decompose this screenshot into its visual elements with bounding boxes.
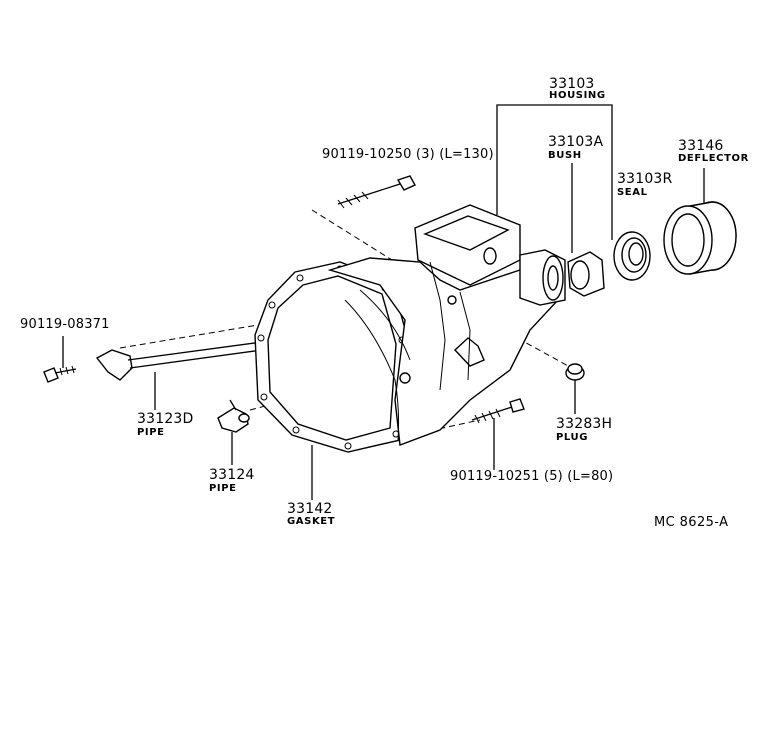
pipe-long-part-name: PIPE [137, 427, 165, 438]
seal-part-name: SEAL [617, 187, 648, 198]
bolt-short-icon [471, 398, 525, 424]
plug-icon [565, 363, 585, 381]
housing-part-number: 33103 [549, 76, 595, 92]
pipe-long-icon [95, 341, 266, 381]
gasket-icon [254, 261, 409, 453]
pipe-long-part-number: 33123D [137, 411, 194, 427]
bolt-long-part-number: 90119-10250 (3) (L=130) [322, 147, 494, 162]
bolt-short-part-number: 90119-10251 (5) (L=80) [450, 469, 614, 484]
deflector-icon [663, 201, 737, 275]
deflector-part-name: DEFLECTOR [678, 153, 749, 164]
gasket-part-name: GASKET [287, 516, 336, 527]
pipe-short-part-name: PIPE [209, 483, 237, 494]
bush-part-number: 33103A [548, 134, 604, 150]
bolt-long-icon [337, 175, 416, 209]
plug-part-name: PLUG [556, 432, 589, 443]
bolt-small-part-number: 90119-08371 [20, 317, 110, 332]
housing-part-name: HOUSING [549, 90, 606, 101]
pipe-short-icon [217, 399, 250, 433]
bush-icon [567, 251, 605, 297]
pipe-short-part-number: 33124 [209, 467, 255, 483]
bolt-small-icon [43, 365, 77, 383]
plug-part-number: 33283H [556, 416, 613, 432]
gasket-part-number: 33142 [287, 501, 333, 517]
seal-icon [613, 231, 651, 281]
leader-lines [62, 104, 705, 500]
diagram-reference-code: MC 8625-A [654, 515, 729, 530]
deflector-part-number: 33146 [678, 138, 724, 154]
housing-icon [327, 204, 566, 446]
seal-part-number: 33103R [617, 171, 673, 187]
bush-part-name: BUSH [548, 150, 582, 161]
